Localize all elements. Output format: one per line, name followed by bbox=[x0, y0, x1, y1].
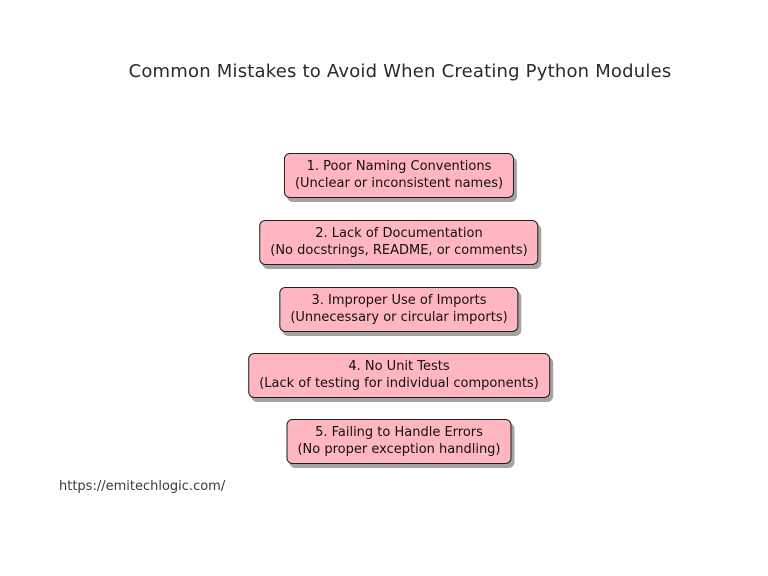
page-title: Common Mistakes to Avoid When Creating P… bbox=[128, 61, 672, 82]
mistake-detail: (Unclear or inconsistent names) bbox=[294, 176, 504, 192]
mistake-box-4: 4. No Unit Tests (Lack of testing for in… bbox=[248, 353, 550, 398]
source-url: https://emitechlogic.com/ bbox=[59, 479, 226, 494]
mistake-heading: 1. Poor Naming Conventions bbox=[306, 159, 492, 174]
mistake-detail: (Lack of testing for individual componen… bbox=[259, 376, 539, 392]
mistake-heading: 2. Lack of Documentation bbox=[315, 226, 483, 241]
mistake-detail: (No proper exception handling) bbox=[297, 442, 501, 458]
mistake-box-3: 3. Improper Use of Imports (Unnecessary … bbox=[279, 287, 519, 332]
mistake-detail: (No docstrings, README, or comments) bbox=[270, 243, 528, 259]
mistake-heading: 4. No Unit Tests bbox=[348, 359, 450, 374]
mistake-box-5: 5. Failing to Handle Errors (No proper e… bbox=[286, 419, 512, 464]
mistake-box-2: 2. Lack of Documentation (No docstrings,… bbox=[259, 220, 539, 265]
mistake-heading: 3. Improper Use of Imports bbox=[311, 293, 487, 308]
mistake-box-1: 1. Poor Naming Conventions (Unclear or i… bbox=[283, 153, 515, 198]
mistake-detail: (Unnecessary or circular imports) bbox=[290, 310, 508, 326]
mistake-heading: 5. Failing to Handle Errors bbox=[315, 425, 483, 440]
